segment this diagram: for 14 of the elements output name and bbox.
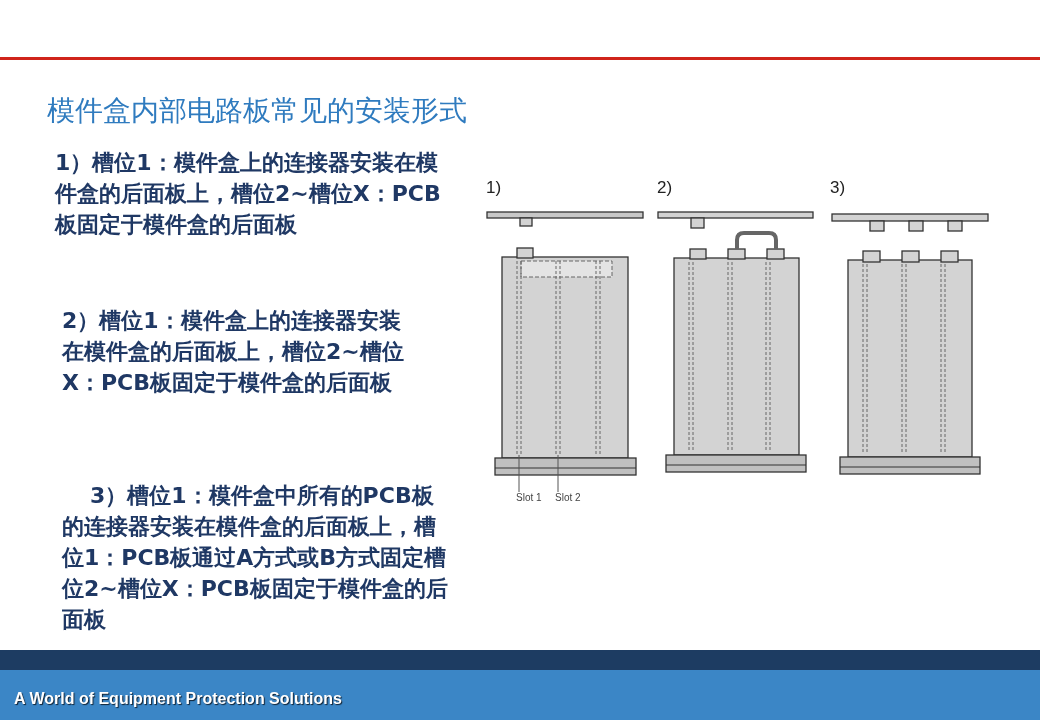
description-paragraph: 3）槽位1：模件盒中所有的PCB板的连接器安装在模件盒的后面板上，槽位1：PCB板通过A方式或B方式固定槽位2~槽位X：PCB板固定于模件盒的后面板	[62, 482, 449, 634]
figure-number: 2)	[657, 178, 673, 198]
slot-label: Slot 1	[516, 492, 542, 504]
slide-title: 模件盒内部电路板常见的安装形式	[47, 93, 467, 129]
slot-rail	[516, 260, 522, 456]
figure-number: 3)	[830, 178, 846, 198]
description-paragraph: 2）槽位1：模件盒上的连接器安装在模件盒的后面板上，槽位2~槽位X：PCB板固定于模件盒的后面板	[62, 307, 405, 397]
leader-line	[557, 454, 559, 493]
description-paragraph: 1）槽位1：模件盒上的连接器安装在模件盒的后面板上，槽位2~槽位X：PCB板固定于模件盒的后面板	[55, 149, 442, 239]
slot-rail	[555, 260, 561, 456]
slot-label: Slot 2	[555, 492, 581, 504]
footer-tagline: A World of Equipment Protection Solutions	[14, 690, 342, 708]
leader-line	[518, 454, 520, 493]
figure-number: 1)	[486, 178, 502, 198]
